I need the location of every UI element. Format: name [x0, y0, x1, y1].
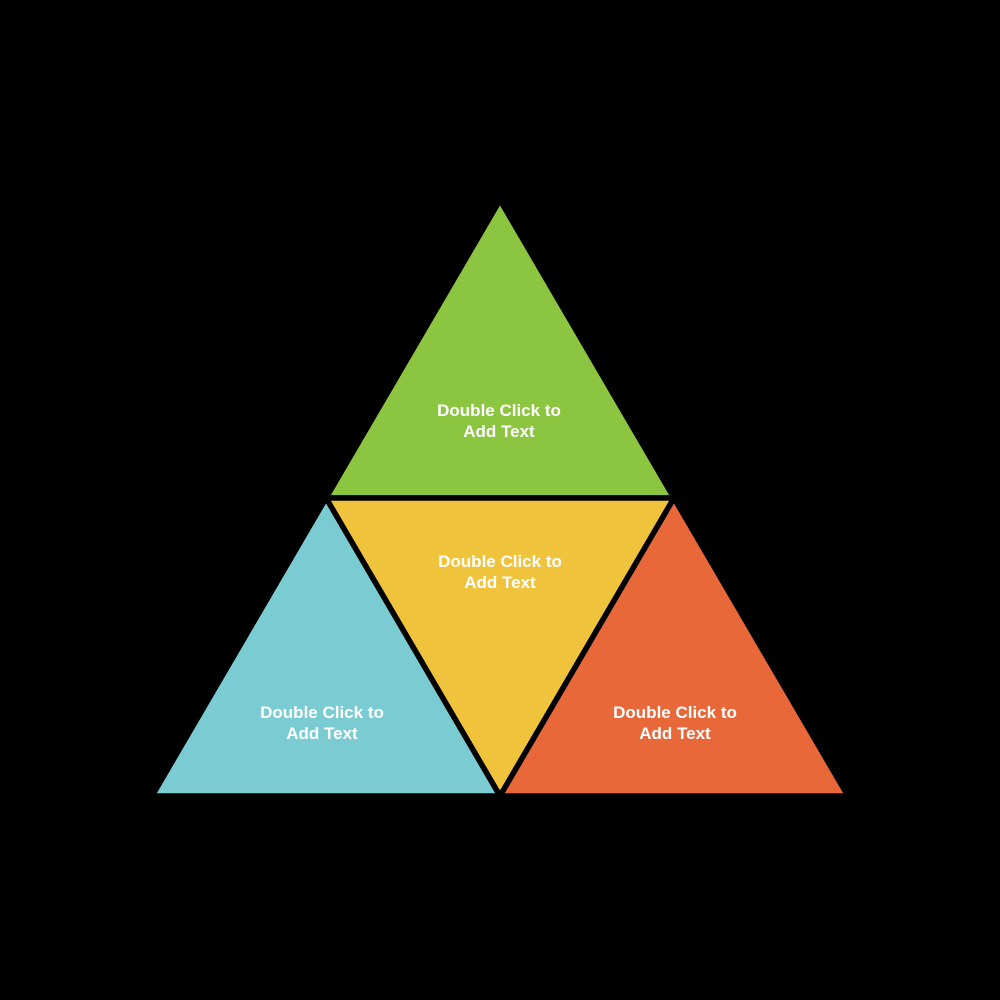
label-line-2: Add Text: [464, 573, 536, 592]
label-line-1: Double Click to: [437, 401, 561, 420]
pyramid-label-bottom-right[interactable]: Double Click to Add Text: [613, 702, 737, 744]
pyramid-label-top[interactable]: Double Click to Add Text: [437, 400, 561, 442]
label-line-2: Add Text: [286, 724, 358, 743]
pyramid-label-center[interactable]: Double Click to Add Text: [438, 551, 562, 593]
pyramid-section-top[interactable]: [321, 194, 679, 501]
label-line-1: Double Click to: [613, 703, 737, 722]
label-line-2: Add Text: [639, 724, 711, 743]
pyramid-label-bottom-left[interactable]: Double Click to Add Text: [260, 702, 384, 744]
label-line-1: Double Click to: [260, 703, 384, 722]
pyramid-section-bottom-right[interactable]: [495, 492, 853, 799]
pyramid-section-bottom-left[interactable]: [147, 492, 505, 799]
label-line-1: Double Click to: [438, 552, 562, 571]
label-line-2: Add Text: [463, 422, 535, 441]
